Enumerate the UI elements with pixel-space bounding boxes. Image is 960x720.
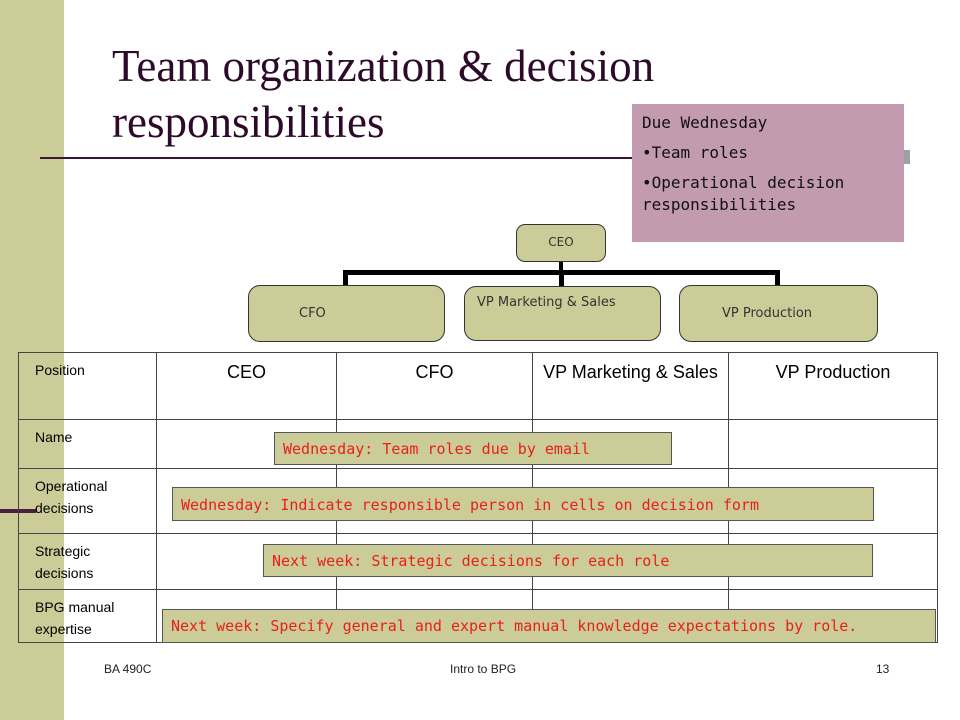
header-vp-marketing: VP Marketing & Sales <box>532 352 729 420</box>
org-node-cfo: CFO <box>248 285 445 342</box>
org-node-vp-production: VP Production <box>679 285 878 342</box>
row-label-operational: Operational decisions <box>18 468 157 534</box>
row-label-name: Name <box>18 419 157 469</box>
note-heading: Due Wednesday <box>642 113 768 132</box>
header-cfo: CFO <box>336 352 533 420</box>
table-header-row: Position CEO CFO VP Marketing & Sales VP… <box>18 352 938 420</box>
note-item-team-roles: •Team roles <box>642 143 748 162</box>
header-ceo: CEO <box>156 352 337 420</box>
row-label-strategic: Strategic decisions <box>18 533 157 590</box>
org-node-vp-marketing: VP Marketing & Sales <box>464 286 661 341</box>
note-item-operational: •Operational decision responsibilities <box>642 173 845 214</box>
org-node-ceo: CEO <box>516 224 606 262</box>
org-connector-vpm <box>559 270 564 287</box>
banner-team-roles: Wednesday: Team roles due by email <box>274 432 672 465</box>
org-connector-vpp <box>775 270 780 286</box>
slide-title: Team organization & decision responsibil… <box>112 41 655 147</box>
org-connector-stem <box>559 261 563 273</box>
org-connector-cfo <box>343 270 348 286</box>
banner-operational: Wednesday: Indicate responsible person i… <box>172 487 874 521</box>
banner-manual: Next week: Specify general and expert ma… <box>162 609 936 643</box>
table-cell[interactable] <box>728 419 938 469</box>
header-vp-production: VP Production <box>728 352 938 420</box>
banner-strategic: Next week: Strategic decisions for each … <box>263 544 873 577</box>
row-label-bpg: BPG manual expertise <box>18 589 157 643</box>
due-note: Due Wednesday •Team roles •Operational d… <box>632 104 904 242</box>
footer-course: BA 490C <box>104 662 152 676</box>
footer-title: Intro to BPG <box>450 662 517 676</box>
title-divider <box>40 157 906 159</box>
header-position: Position <box>18 352 157 420</box>
footer-page-number: 13 <box>876 662 890 676</box>
